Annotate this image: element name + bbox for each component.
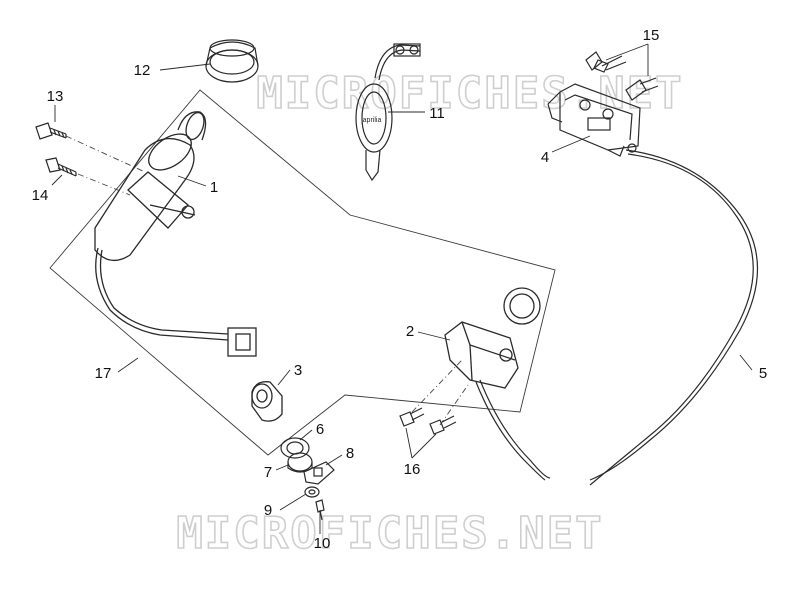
screw-16-part bbox=[399, 407, 457, 435]
screw-13-guide bbox=[65, 135, 146, 173]
release-cable-part bbox=[475, 149, 759, 486]
ring-7-part bbox=[287, 452, 313, 473]
callout-3: 3 bbox=[294, 362, 302, 379]
callout-1: 1 bbox=[210, 179, 218, 196]
callout-9: 9 bbox=[264, 502, 272, 519]
callout-12: 12 bbox=[134, 62, 151, 79]
seat-latch-part bbox=[547, 83, 641, 157]
washer-6-part bbox=[280, 437, 310, 459]
cam-8-part bbox=[303, 461, 335, 485]
callout-16: 16 bbox=[404, 461, 421, 478]
screw-14-guide bbox=[77, 173, 131, 196]
callout-2: 2 bbox=[406, 323, 414, 340]
screw-15-part bbox=[585, 51, 659, 101]
washer-9-part bbox=[304, 486, 320, 498]
callout-6: 6 bbox=[316, 421, 324, 438]
callouts: 12 13 14 1 11 15 4 5 2 3 17 6 7 8 9 10 1… bbox=[32, 27, 768, 552]
ignition-screw-guide-2 bbox=[439, 384, 469, 426]
watermark-bottom: MICROFICHES.NET bbox=[176, 507, 603, 560]
screw-13-part bbox=[35, 122, 67, 140]
callout-8: 8 bbox=[346, 445, 354, 462]
watermark-bottom-text: MICROFICHES.NET bbox=[176, 508, 603, 559]
watermark-top-text: MICROFICHES.NET bbox=[256, 68, 683, 119]
leader-lines bbox=[51, 43, 753, 534]
callout-11: 11 bbox=[429, 105, 445, 122]
callout-10: 10 bbox=[314, 535, 331, 552]
callout-13: 13 bbox=[47, 88, 64, 105]
grommet-part bbox=[205, 39, 259, 83]
watermark-top: MICROFICHES.NET bbox=[256, 67, 683, 120]
ignition-switch-part bbox=[444, 287, 541, 389]
callout-5: 5 bbox=[759, 365, 767, 382]
seat-lock-part bbox=[94, 111, 257, 357]
screw-10-part bbox=[315, 499, 325, 521]
callout-15: 15 bbox=[643, 27, 660, 44]
group-outline bbox=[49, 89, 556, 456]
callout-17: 17 bbox=[95, 365, 112, 382]
lock-cylinder-part bbox=[251, 381, 283, 422]
screw-14-part bbox=[45, 157, 77, 177]
callout-4: 4 bbox=[541, 149, 549, 166]
key-part: aprilia bbox=[355, 43, 421, 182]
callout-14: 14 bbox=[32, 187, 49, 204]
callout-7: 7 bbox=[264, 464, 272, 481]
key-brand-text: aprilia bbox=[363, 117, 382, 124]
